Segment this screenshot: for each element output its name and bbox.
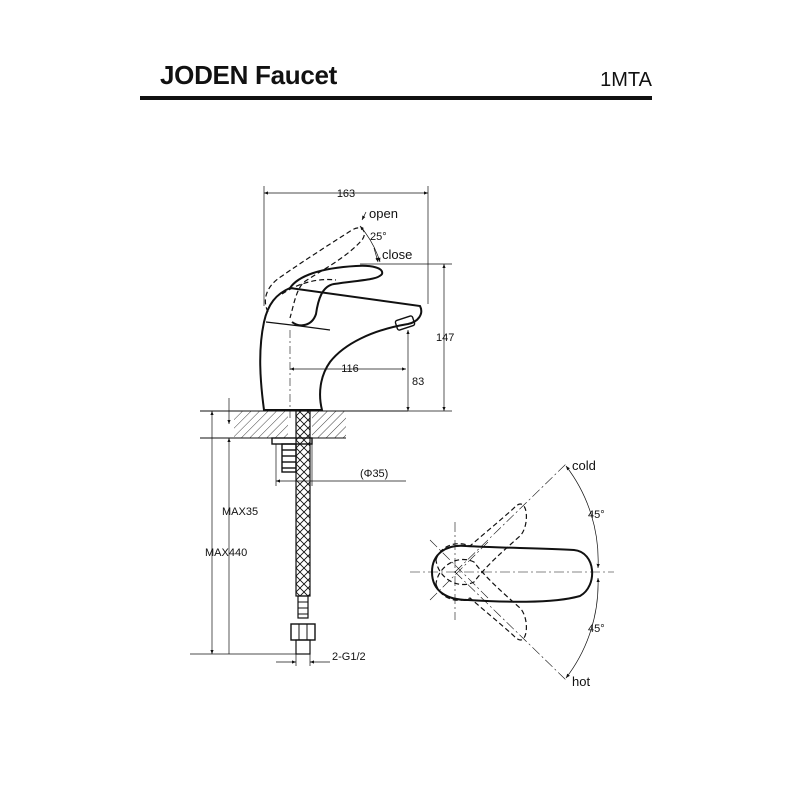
- angle-25-label: 25°: [370, 231, 387, 243]
- side-view: 163 open 25° close 147 83: [190, 186, 454, 666]
- model-code: 1MTA: [600, 69, 652, 91]
- angle-45-bottom-label: 45°: [588, 623, 605, 635]
- max-thickness-label: MAX35: [222, 506, 258, 518]
- angle-45-top-label: 45°: [588, 509, 605, 521]
- cold-label: cold: [572, 458, 596, 473]
- top-lever-cold: [435, 503, 527, 586]
- open-angle-arc: [359, 211, 381, 263]
- faucet-body: [259, 286, 423, 411]
- thread-dim-label: 2-G1/2: [332, 651, 366, 663]
- width-dim-label: 163: [337, 188, 355, 200]
- top-lever-centre: [430, 544, 594, 603]
- mounting-shank: [271, 437, 313, 473]
- height-dim-label: 147: [436, 332, 454, 344]
- close-label: close: [382, 247, 412, 262]
- title-rule: [140, 96, 652, 100]
- max-hose-label: MAX440: [205, 547, 247, 559]
- hot-label: hot: [572, 674, 590, 689]
- top-lever-hot: [435, 558, 527, 641]
- hot-angle-arc: [565, 577, 600, 679]
- lever-handle-closed: [289, 264, 384, 327]
- open-label: open: [369, 206, 398, 221]
- spout-reach-dim-label: 116: [341, 363, 359, 375]
- spout-height-dim-label: 83: [412, 376, 424, 388]
- flexible-hose: [290, 410, 316, 655]
- width-dimension: [263, 186, 429, 306]
- page-title: JODEN Faucet: [160, 60, 338, 90]
- thread-dimension: [276, 644, 330, 666]
- max-hose-dimension: [190, 411, 296, 655]
- hole-dim-label: (Φ35): [360, 468, 388, 480]
- hole-dimension: [275, 444, 406, 486]
- cold-angle-arc: [565, 465, 600, 569]
- top-view: cold hot 45° 45°: [410, 458, 614, 689]
- height-dimension: [346, 263, 452, 412]
